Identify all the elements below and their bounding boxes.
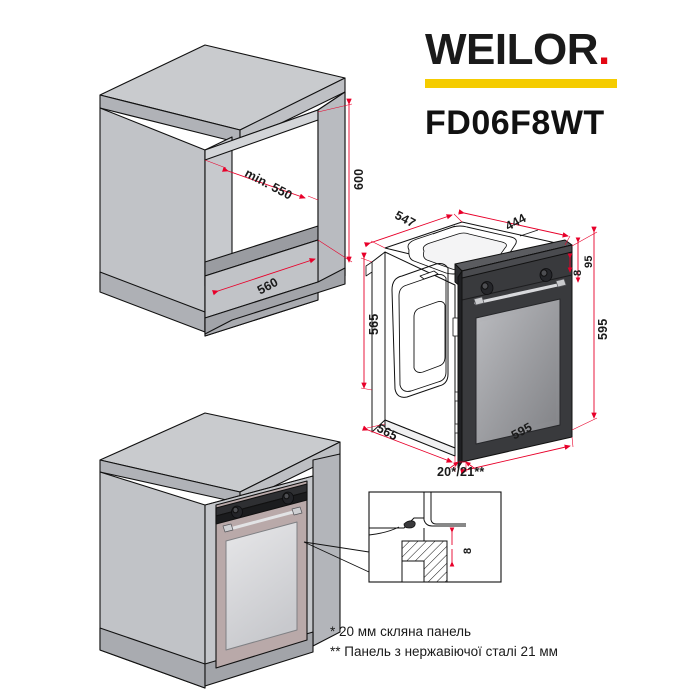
dim-niche-height: 600 [352, 168, 366, 190]
model-number: FD06F8WT [425, 104, 605, 142]
brand-underline-bar [425, 79, 617, 88]
brand-block: WEILOR. FD06F8WT [425, 28, 675, 143]
dim-oven-panel-offset: 95 [583, 255, 595, 268]
footnote-glass-panel: * 20 мм скляна панель [330, 624, 472, 639]
niche-dimension-lines [204, 98, 353, 296]
footnotes: * 20 мм скляна панель ** Панель з нержав… [330, 622, 680, 663]
footnote-steel-panel: ** Панель з нержавіючої сталі 21 мм [330, 644, 558, 660]
cabinet-niche-diagram [99, 44, 346, 337]
installed-oven-diagram [99, 412, 341, 689]
dim-oven-panel-thickness: 8 [572, 269, 584, 276]
dim-detail-gap: 8 [462, 547, 474, 554]
dim-oven-front-height: 595 [596, 318, 610, 340]
brand-name-text: WEILOR [425, 25, 598, 74]
brand-dot: . [597, 25, 610, 74]
door-edge-detail-callout [303, 491, 502, 583]
dim-oven-side-height: 565 [367, 313, 381, 335]
brand-name: WEILOR. [425, 28, 675, 72]
dim-door-thickness: 20*/21** [437, 465, 485, 479]
oven-dimension-lines [360, 209, 598, 474]
